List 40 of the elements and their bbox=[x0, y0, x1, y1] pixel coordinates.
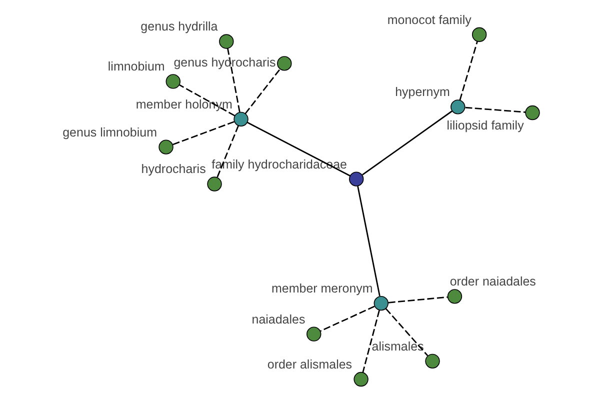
node-circle bbox=[219, 34, 234, 49]
node-circle bbox=[158, 140, 174, 154]
connector bbox=[465, 106, 526, 113]
node-label: hypernym bbox=[395, 85, 450, 100]
node-circle bbox=[166, 74, 180, 89]
node-circle bbox=[349, 172, 364, 186]
node-circle bbox=[207, 176, 222, 192]
connector bbox=[172, 121, 234, 146]
node-circle bbox=[425, 354, 440, 369]
node-circle bbox=[277, 56, 292, 71]
connector bbox=[320, 306, 375, 332]
node-circle bbox=[525, 105, 540, 120]
node-label: member meronym bbox=[272, 281, 373, 296]
connector bbox=[362, 310, 380, 373]
connector bbox=[216, 125, 240, 178]
connector bbox=[357, 186, 380, 296]
node-circle bbox=[306, 326, 322, 342]
node-label: genus hydrilla bbox=[140, 20, 218, 34]
connector bbox=[388, 296, 448, 304]
connector bbox=[244, 68, 280, 114]
node-circle bbox=[354, 372, 368, 387]
connector bbox=[362, 110, 452, 176]
node-label: liliopsid family bbox=[446, 118, 524, 133]
node-label: genus limnobium bbox=[62, 125, 158, 140]
connector bbox=[459, 41, 478, 100]
node-label: hydrocharis bbox=[141, 162, 206, 176]
node-label: monocot family bbox=[387, 12, 472, 27]
node-circle bbox=[447, 289, 462, 304]
node-circle bbox=[374, 296, 388, 311]
node-label: genus hydrocharis bbox=[174, 55, 276, 70]
node-circle bbox=[450, 100, 466, 114]
node-circle bbox=[472, 27, 487, 42]
connector bbox=[385, 308, 428, 356]
node-label: order naiadales bbox=[450, 274, 536, 289]
node-label: naiadales bbox=[252, 312, 306, 326]
node-circle bbox=[234, 112, 248, 127]
node-label: order alismales bbox=[267, 357, 352, 372]
connector bbox=[227, 48, 240, 112]
node-label: alismales bbox=[372, 339, 424, 354]
node-label: limnobium bbox=[108, 60, 165, 74]
